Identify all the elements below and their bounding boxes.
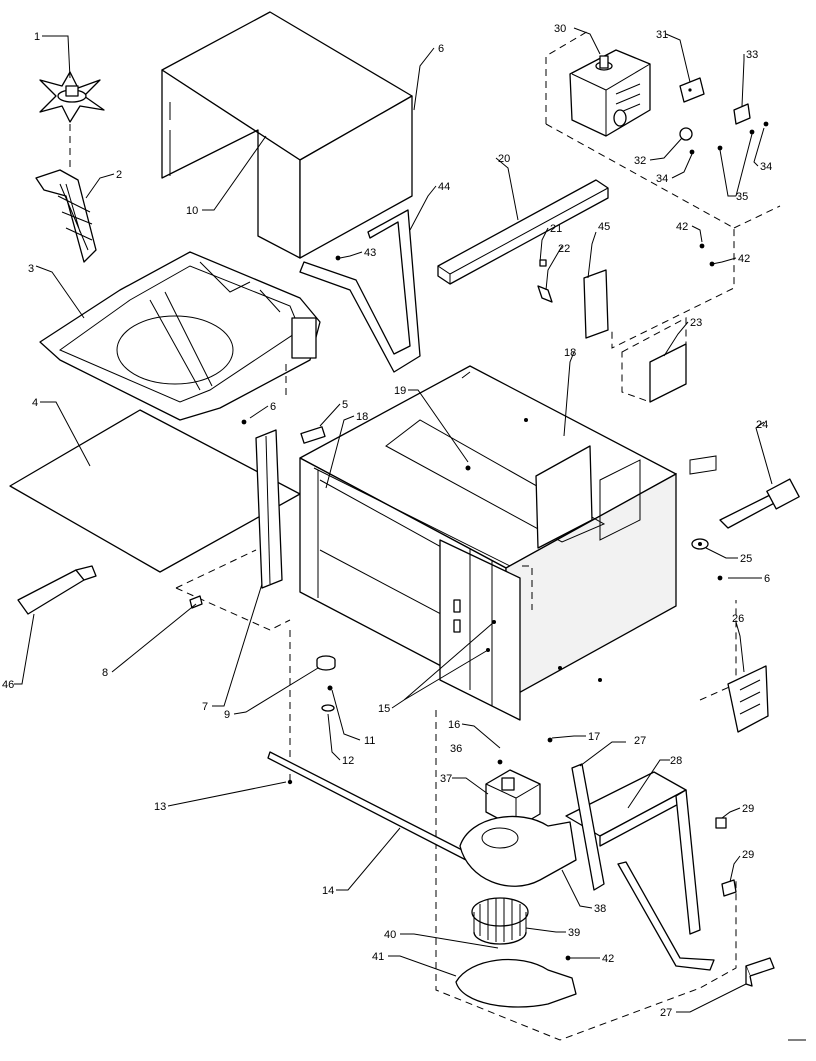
callout-42c: 42: [602, 953, 614, 965]
callout-29a: 29: [742, 803, 754, 815]
callout-37: 37: [440, 773, 452, 785]
part-12-washer: [321, 704, 335, 712]
part-32-thermostat: [679, 127, 693, 141]
callout-6a: 6: [438, 43, 444, 55]
part-30-magnetron: [569, 49, 651, 137]
callout-22: 22: [558, 243, 570, 255]
part-29-clip-b: [721, 879, 737, 897]
callout-23: 23: [690, 317, 702, 329]
callout-31: 31: [656, 29, 668, 41]
part-11-screw: [327, 685, 333, 691]
callout-25: 25: [740, 553, 752, 565]
callout-40: 40: [384, 929, 396, 941]
callout-28: 28: [670, 755, 682, 767]
callout-17: 17: [588, 731, 600, 743]
callout-20: 20: [498, 153, 510, 165]
part-45-shield-plate: [583, 269, 609, 339]
callout-27b: 27: [660, 1007, 672, 1019]
part-38-blower-housing: [459, 815, 577, 887]
part-4-floor-panel: [9, 409, 301, 573]
callout-7: 7: [202, 701, 208, 713]
part-46-cord-strap: [17, 565, 97, 615]
callout-36: 36: [450, 743, 462, 755]
part-1-stirrer: [39, 71, 105, 123]
part-10-outer-cabinet: [161, 11, 413, 259]
callout-34b: 34: [656, 173, 668, 185]
leader-lines: [14, 27, 773, 1013]
callout-30: 30: [554, 23, 566, 35]
part-44-seal-strip: [299, 209, 421, 373]
callout-34a: 34: [760, 161, 772, 173]
callout-13: 13: [154, 801, 166, 813]
part-33-fuse-holder: [733, 103, 751, 125]
part-7-hinge-post: [255, 429, 283, 589]
callout-6b: 6: [270, 401, 276, 413]
callout-45: 45: [598, 221, 610, 233]
callout-5: 5: [342, 399, 348, 411]
part-cavity-body: [299, 365, 717, 721]
callout-3: 3: [28, 263, 34, 275]
part-27-bracket: [745, 957, 775, 987]
callout-6c: 6: [764, 573, 770, 585]
callout-33: 33: [746, 49, 758, 61]
callout-39: 39: [568, 927, 580, 939]
callout-21: 21: [550, 223, 562, 235]
part-28-base-plate: [565, 763, 715, 971]
part-26-terminal-block: [727, 665, 769, 733]
callout-1: 1: [34, 31, 40, 43]
part-31-thermal-cutout: [679, 77, 705, 103]
part-24-power-cord: [719, 478, 800, 529]
part-2-stirrer-bracket: [35, 169, 97, 263]
callout-29b: 29: [742, 849, 754, 861]
callout-24: 24: [756, 419, 768, 431]
callout-32: 32: [634, 155, 646, 167]
callout-38: 38: [594, 903, 606, 915]
callout-16: 16: [448, 719, 460, 731]
part-14-rod: [267, 751, 471, 861]
callout-8: 8: [102, 667, 108, 679]
part-39-blower-wheel: [471, 897, 529, 945]
callout-15: 15: [378, 703, 390, 715]
callout-27a: 27: [634, 735, 646, 747]
callout-11: 11: [364, 735, 375, 747]
part-41-blower-cover: [455, 958, 577, 1008]
part-3-cavity-frame: [39, 251, 321, 421]
part-37-fan-motor: [485, 769, 541, 829]
callout-10: 10: [186, 205, 198, 217]
callout-42b: 42: [738, 253, 750, 265]
callout-14: 14: [322, 885, 334, 897]
callout-42a: 42: [676, 221, 688, 233]
callout-9: 9: [224, 709, 230, 721]
callout-12: 12: [342, 755, 354, 767]
callout-18a: 18: [356, 411, 368, 423]
callout-labels: 1 2 3 4 5 6 6 6 7 8 9 10 11 12 13 14 15 …: [2, 23, 772, 1019]
part-5-block: [300, 426, 326, 444]
part-20-top-rail: [437, 179, 609, 285]
part-21-22-fastener: [537, 259, 553, 303]
callout-41: 41: [372, 951, 384, 963]
callout-44: 44: [438, 181, 450, 193]
part-29-clip-a: [715, 817, 727, 829]
part-8-clip: [189, 595, 203, 609]
callout-18b: 18: [564, 347, 576, 359]
callout-26: 26: [732, 613, 744, 625]
callout-2: 2: [116, 169, 122, 181]
part-9-foot: [316, 655, 336, 671]
callout-35: 35: [736, 191, 748, 203]
callout-4: 4: [32, 397, 38, 409]
part-25-bushing: [691, 538, 709, 550]
callout-46: 46: [2, 679, 14, 691]
callout-43: 43: [364, 247, 376, 259]
callout-19: 19: [394, 385, 406, 397]
